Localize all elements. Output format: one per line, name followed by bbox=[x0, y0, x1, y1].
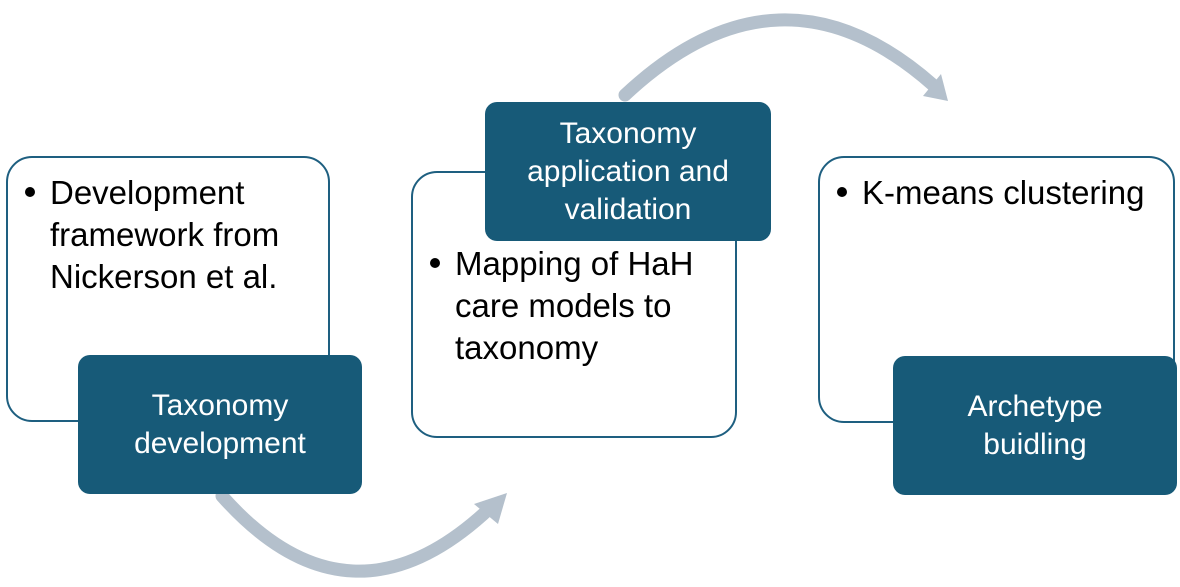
bullet-list: Mapping of HaH care models to taxonomy bbox=[427, 243, 727, 369]
stage-label-box: Taxonomy application and validation bbox=[485, 102, 771, 241]
bullet-dot-icon bbox=[25, 187, 35, 197]
bullet-item: K-means clustering bbox=[834, 172, 1154, 214]
bullet-item: Mapping of HaH care models to taxonomy bbox=[427, 243, 727, 369]
stage-label-box: Taxonomy development bbox=[78, 355, 362, 494]
bullet-dot-icon bbox=[430, 258, 440, 268]
stage-label-box: Archetype buidling bbox=[893, 356, 1177, 495]
stage-label: Taxonomy development bbox=[134, 388, 306, 460]
bullet-list: Development framework from Nickerson et … bbox=[22, 172, 318, 298]
bullet-item: Development framework from Nickerson et … bbox=[22, 172, 318, 298]
stage-label: Archetype buidling bbox=[967, 389, 1103, 461]
bullet-list: K-means clustering bbox=[834, 172, 1154, 214]
stage-label: Taxonomy application and validation bbox=[527, 116, 729, 226]
curved-arrow-icon bbox=[215, 489, 507, 578]
bullet-text: Mapping of HaH care models to taxonomy bbox=[455, 245, 694, 366]
bullet-text: Development framework from Nickerson et … bbox=[50, 174, 280, 295]
bullet-dot-icon bbox=[837, 187, 847, 197]
bullet-text: K-means clustering bbox=[862, 174, 1145, 211]
curved-arrow-icon bbox=[618, 13, 948, 102]
